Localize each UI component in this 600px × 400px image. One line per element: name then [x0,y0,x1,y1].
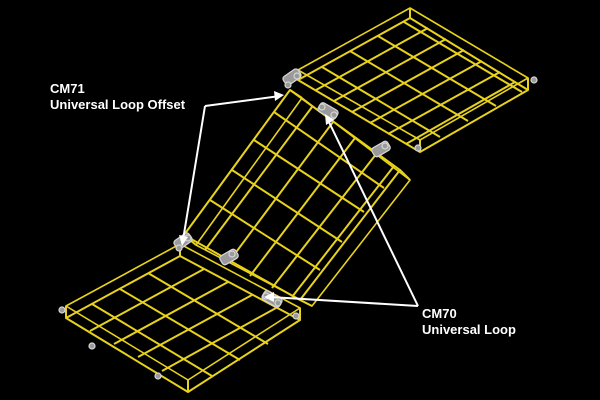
cm70-code: CM70 [422,306,457,321]
cm71-callout: CM71 Universal Loop Offset [50,81,185,113]
end-bolts [58,76,538,380]
sloped-tray-section [183,89,411,307]
cm71-name: Universal Loop Offset [50,97,186,112]
cm71-arrowhead-upper [274,91,284,101]
cm70-arrowhead-lower [264,292,274,302]
cm70-leader-upper [327,119,419,307]
cm71-leader-upper [204,95,281,107]
cm71-leader-lower [182,105,206,241]
leader-lines [182,95,419,307]
side-connector-left [219,248,239,266]
cm70-leader-lower [269,296,419,307]
cm70-callout: CM70 Universal Loop [422,306,516,338]
cm70-name: Universal Loop [422,322,516,337]
cm71-arrowhead-lower [179,235,188,246]
lower-tray-section [65,243,301,393]
upper-tray-section [297,7,529,153]
cm71-connector-upper [282,68,302,89]
cm71-code: CM71 [50,81,85,96]
side-connector-right [371,140,391,158]
cm70-arrowhead-upper [325,114,334,125]
